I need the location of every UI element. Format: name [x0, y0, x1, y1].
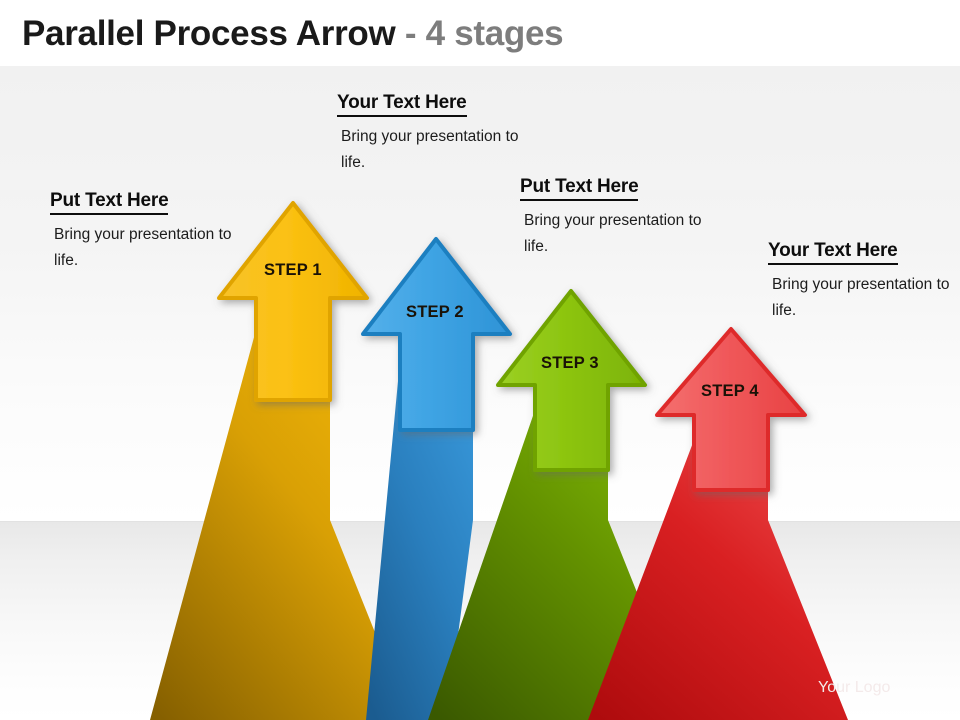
page-title-suffix: - 4 stages: [395, 14, 564, 53]
callout-heading-4: Your Text Here: [768, 240, 898, 265]
arrow-shaft-4: [588, 440, 848, 720]
callout-step-4[interactable]: Your Text Here Bring your presentation t…: [768, 240, 953, 324]
title-bar: Parallel Process Arrow - 4 stages: [0, 0, 960, 66]
arrow-head-4: [655, 327, 807, 492]
arrow-label-step-3: STEP 3: [541, 354, 599, 372]
arrow-label-step-2: STEP 2: [406, 303, 464, 321]
callout-step-2[interactable]: Your Text Here Bring your presentation t…: [337, 92, 522, 176]
arrow-head-2: [361, 237, 512, 432]
arrow-label-step-4: STEP 4: [701, 382, 759, 400]
arrow-shaft-2: [366, 360, 473, 720]
arrow-step-1[interactable]: [150, 201, 410, 720]
page-title: Parallel Process Arrow - 4 stages: [22, 14, 564, 54]
callout-body-4: Bring your presentation to life.: [772, 276, 950, 320]
floor-horizon-line: [0, 521, 960, 522]
callout-body-2: Bring your presentation to life.: [341, 128, 519, 172]
callout-step-1[interactable]: Put Text Here Bring your presentation to…: [50, 190, 235, 274]
callout-heading-1: Put Text Here: [50, 190, 169, 215]
callout-body-1: Bring your presentation to life.: [54, 226, 232, 270]
arrow-head-3: [496, 289, 647, 472]
arrow-head-1: [217, 201, 369, 402]
arrow-shaft-1: [150, 330, 410, 720]
page-title-main: Parallel Process Arrow: [22, 14, 396, 53]
callout-heading-3: Put Text Here: [520, 176, 639, 201]
arrow-label-step-1: STEP 1: [264, 261, 322, 279]
callout-heading-2: Your Text Here: [337, 92, 467, 117]
arrow-step-4[interactable]: [588, 327, 848, 720]
arrow-step-2[interactable]: [361, 237, 512, 720]
logo-placeholder[interactable]: Your Logo: [818, 679, 891, 696]
callout-step-3[interactable]: Put Text Here Bring your presentation to…: [520, 176, 705, 260]
callout-body-3: Bring your presentation to life.: [524, 212, 702, 256]
